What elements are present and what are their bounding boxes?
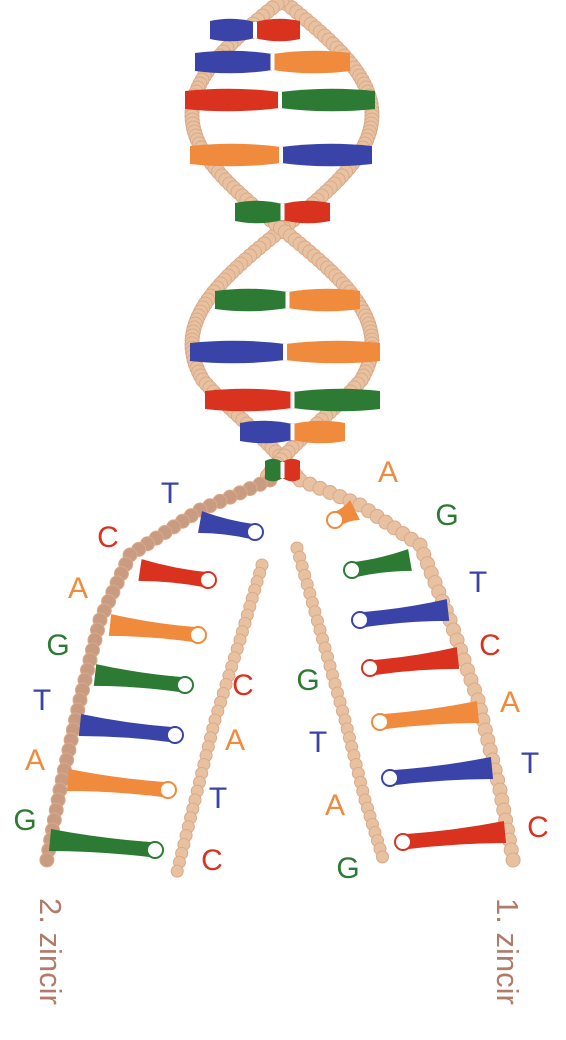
daughter-strand-left-bead xyxy=(171,865,183,877)
strand-label-right: 1. zincir xyxy=(490,898,525,1005)
right-unpaired-base-end xyxy=(382,770,398,786)
helix-base-pair-left xyxy=(190,144,281,167)
helix-base-pair-left xyxy=(210,19,255,42)
left-unpaired-base-end xyxy=(147,842,163,858)
right-unpaired-base-end xyxy=(395,834,411,850)
outer-right-base-letter: T xyxy=(521,747,539,780)
helix-base-pair-bond xyxy=(281,462,285,478)
helix-base-pair-right xyxy=(280,89,375,112)
outer-right-base-letter: G xyxy=(435,499,458,532)
inner-left-base-letter: A xyxy=(225,724,245,757)
outer-right-base-letter: T xyxy=(469,566,487,599)
outer-left-base-letter: T xyxy=(161,477,179,510)
base-pair-layer xyxy=(49,19,506,858)
left-unpaired-base xyxy=(79,714,176,743)
outer-left-base-letter: G xyxy=(13,804,36,837)
outer-left-base-letter: T xyxy=(33,684,51,717)
inner-right-base-letter: T xyxy=(309,726,327,759)
left-unpaired-base xyxy=(49,829,156,858)
helix-base-pair-right xyxy=(293,421,346,444)
helix-base-pair-bond xyxy=(281,204,285,220)
inner-right-base-letter: A xyxy=(325,789,345,822)
helix-base-pair-bond xyxy=(291,424,295,440)
helix-base-pair-right xyxy=(285,341,380,364)
right-unpaired-base xyxy=(402,821,506,850)
helix-base-pair-bond xyxy=(271,54,275,70)
helix-base-pair-left xyxy=(240,421,293,444)
strand-label-left: 2. zincir xyxy=(33,898,68,1005)
helix-base-pair-right xyxy=(273,51,351,74)
outer-left-base-letter: C xyxy=(97,521,119,554)
right-unpaired-base xyxy=(359,599,449,628)
inner-right-base-letter: G xyxy=(296,664,319,697)
helix-base-pair-left xyxy=(215,289,288,312)
outer-left-base-letter: G xyxy=(46,629,69,662)
right-unpaired-base-end xyxy=(372,714,388,730)
left-unpaired-base xyxy=(109,614,199,643)
left-unpaired-base xyxy=(94,664,186,693)
left-unpaired-base-end xyxy=(160,782,176,798)
helix-base-pair-bond xyxy=(253,22,257,38)
left-unpaired-base-end xyxy=(247,524,263,540)
helix-base-pair-left xyxy=(185,89,280,112)
outer-right-base-letter: C xyxy=(527,811,549,844)
helix-base-pair-left xyxy=(235,201,283,224)
helix-base-pair-left xyxy=(205,389,293,412)
right-unpaired-base-end xyxy=(352,612,368,628)
left-unpaired-base-end xyxy=(200,572,216,588)
right-unpaired-base-end xyxy=(327,512,343,528)
left-unpaired-base xyxy=(67,769,169,798)
helix-base-pair-bond xyxy=(279,147,283,163)
outer-left-base-letter: A xyxy=(25,744,45,777)
right-unpaired-base xyxy=(389,757,493,786)
left-unpaired-base-end xyxy=(177,677,193,693)
right-unpaired-base xyxy=(379,701,479,730)
helix-base-pair-bond xyxy=(283,344,287,360)
helix-base-pair-left xyxy=(265,459,283,482)
helix-base-pair-right xyxy=(283,201,331,224)
helix-base-pair-right xyxy=(255,19,300,42)
helix-base-pair-bond xyxy=(286,292,290,308)
inner-left-base-letter: T xyxy=(209,782,227,815)
right-unpaired-base-end xyxy=(344,562,360,578)
inner-left-base-letter: C xyxy=(201,844,223,877)
outer-right-base-letter: A xyxy=(500,686,520,719)
right-unpaired-base xyxy=(369,647,459,676)
outer-right-base-letter: C xyxy=(479,629,501,662)
outer-right-base-letter: A xyxy=(378,456,398,489)
outer-left-base-letter: A xyxy=(68,572,88,605)
left-unpaired-base xyxy=(138,559,209,588)
parent-strand-right-bead xyxy=(506,853,520,867)
daughter-strand-right-bead xyxy=(377,851,389,863)
helix-base-pair-left xyxy=(190,341,285,364)
helix-base-pair-right xyxy=(293,389,381,412)
left-unpaired-base-end xyxy=(190,627,206,643)
helix-base-pair-left xyxy=(195,51,273,74)
parent-strand-left-bead xyxy=(40,853,54,867)
helix-base-pair-right xyxy=(283,459,301,482)
helix-base-pair-right xyxy=(281,144,372,167)
helix-base-pair-right xyxy=(288,289,361,312)
right-unpaired-base-end xyxy=(362,660,378,676)
inner-left-base-letter: C xyxy=(232,669,254,702)
inner-right-base-letter: G xyxy=(336,852,359,885)
helix-base-pair-bond xyxy=(278,92,282,108)
left-unpaired-base-end xyxy=(167,727,183,743)
helix-base-pair-bond xyxy=(291,392,295,408)
